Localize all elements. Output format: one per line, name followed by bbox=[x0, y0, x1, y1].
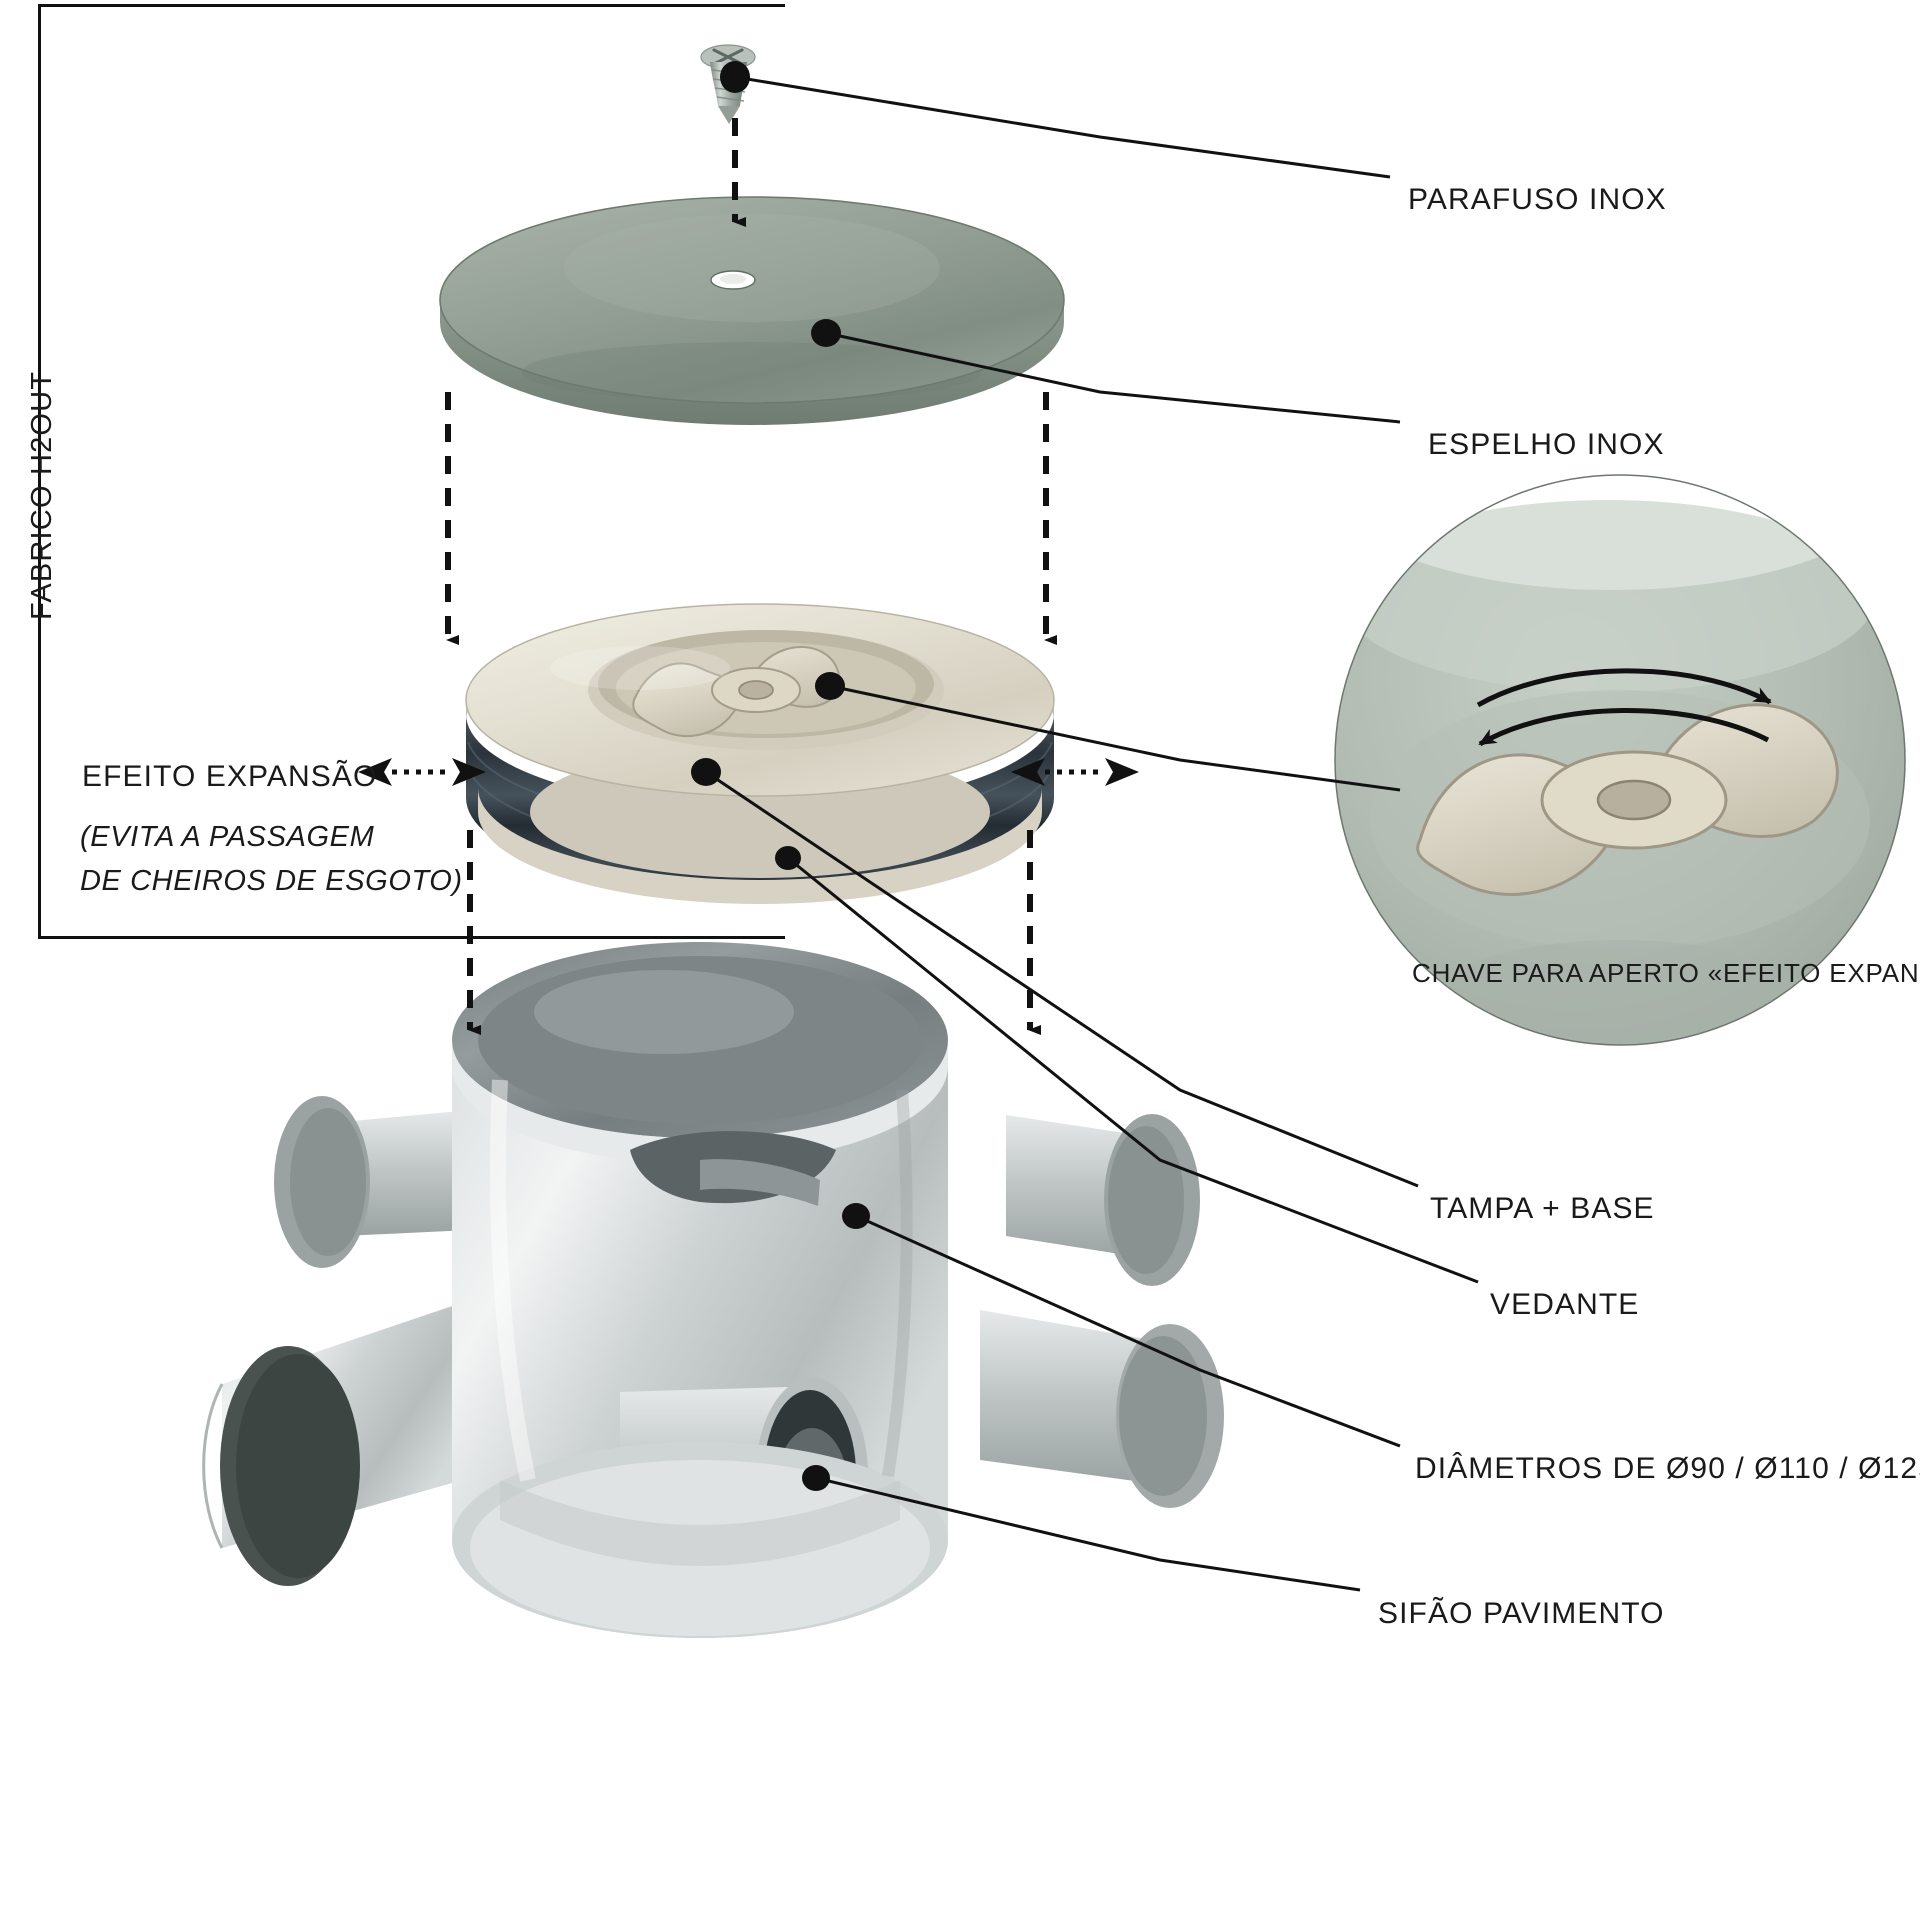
callout-parafuso-inox: PARAFUSO INOX bbox=[1408, 183, 1667, 216]
callout-tampa-base: TAMPA + BASE bbox=[1430, 1192, 1655, 1225]
note-efeito-expansao-line2: DE CHEIROS DE ESGOTO) bbox=[80, 865, 463, 897]
part-sifao-pavimento bbox=[202, 942, 1224, 1638]
leader-lines bbox=[705, 75, 1479, 1592]
callout-sifao-pavimento: SIFÃO PAVIMENTO bbox=[1378, 1597, 1665, 1630]
callout-vedante: VEDANTE bbox=[1490, 1288, 1640, 1321]
inset-caption: CHAVE PARA APERTO «EFEITO EXPANSÃO» bbox=[1412, 958, 1920, 988]
callout-diametros: DIÂMETROS DE Ø90 / Ø110 / Ø125 bbox=[1415, 1452, 1920, 1485]
label-efeito-expansao: EFEITO EXPANSÃO bbox=[82, 760, 378, 793]
callout-espelho-inox: ESPELHO INOX bbox=[1428, 428, 1665, 461]
side-title: FABRICO H2OUT bbox=[26, 370, 58, 620]
left-frame-box bbox=[38, 4, 785, 939]
note-efeito-expansao-line1: (EVITA A PASSAGEM bbox=[80, 821, 375, 853]
